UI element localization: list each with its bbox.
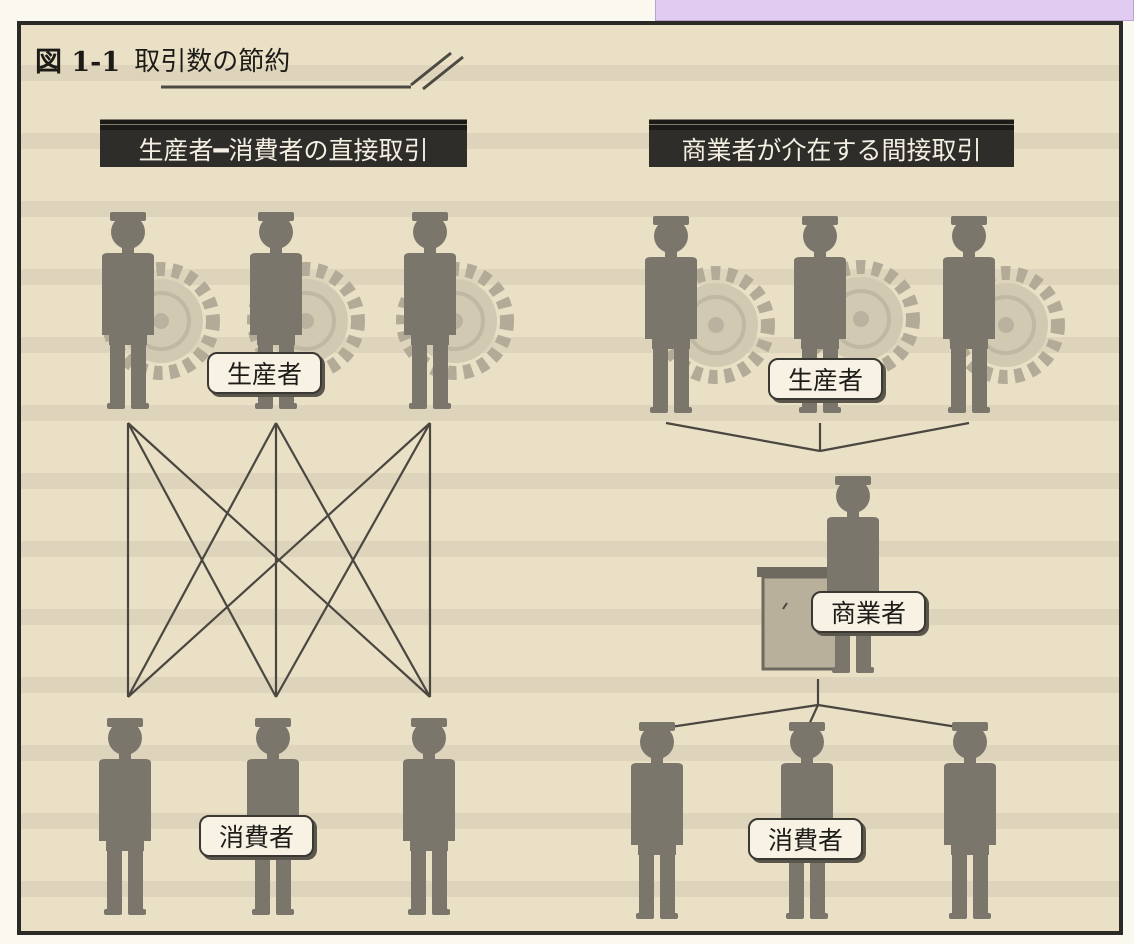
producer-person-icon	[645, 216, 697, 413]
figure-frame: 図 1-1 取引数の節約 生産者━消費者の直接取引 商業者が介在する間接取引 生…	[17, 21, 1123, 935]
right-consumers-label: 消費者	[748, 818, 864, 860]
consumer-person-icon	[99, 718, 151, 915]
figure-number: 図 1-1	[35, 46, 121, 78]
producer-merchant-lines	[665, 421, 970, 453]
merchant-label: 商業者	[811, 591, 927, 633]
bleed-through-text-background	[21, 25, 1119, 931]
producer-person-icon	[102, 212, 154, 409]
direct-transaction-lines	[126, 422, 432, 698]
consumer-person-icon	[944, 722, 996, 919]
consumer-person-icon	[631, 722, 683, 919]
merchant-consumer-lines	[656, 679, 971, 731]
direct-transaction-banner: 生産者━消費者の直接取引	[100, 125, 467, 167]
right-producers-label: 生産者	[768, 358, 884, 400]
left-consumers-label: 消費者	[199, 815, 315, 857]
title-slash	[410, 51, 464, 91]
overlay-tab	[655, 0, 1134, 21]
consumer-person-icon	[403, 718, 455, 915]
producer-person-icon	[943, 216, 995, 413]
left-producers-label: 生産者	[207, 352, 323, 394]
figure-title-text: 取引数の節約	[134, 46, 291, 77]
indirect-transaction-banner: 商業者が介在する間接取引	[649, 125, 1014, 167]
figure-title: 図 1-1 取引数の節約	[35, 35, 290, 83]
